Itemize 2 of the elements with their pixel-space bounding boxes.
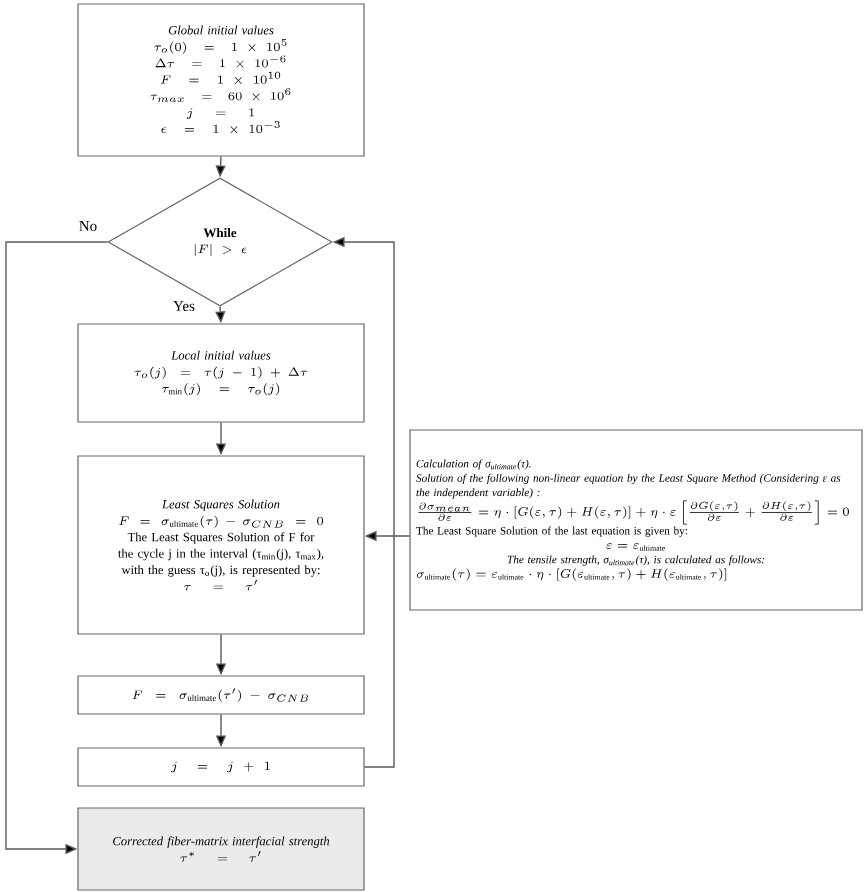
process-box: $j = j + 1$: [77, 747, 365, 787]
process-box: $F = \sigma_{\mathrm{ultimate}}(\tau') - \sigma_{CNB}$: [77, 675, 365, 715]
